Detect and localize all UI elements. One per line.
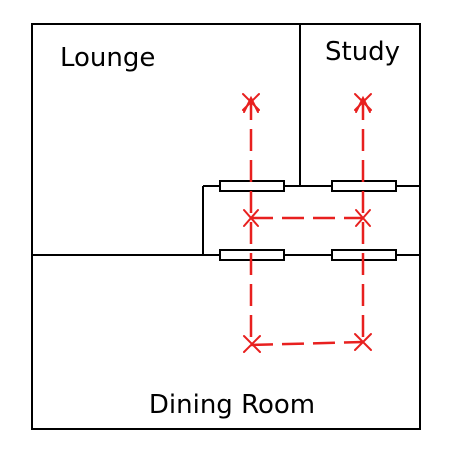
cross-mark-icon [243,335,261,353]
route-lines [249,98,365,347]
cross-mark-icon [242,93,260,111]
outer-wall [31,23,421,430]
door-study-corridor [331,180,397,192]
cross-mark-icon [355,209,371,227]
door-lounge-corridor [219,180,285,192]
room-label-lounge: Lounge [60,43,155,73]
route-dining-cross [250,340,364,347]
cross-mark-icon [354,93,372,111]
cross-mark-icon [243,209,259,227]
room-label-study: Study [325,37,400,67]
cross-mark-icon [354,333,372,351]
room-label-dining: Dining Room [149,390,315,420]
